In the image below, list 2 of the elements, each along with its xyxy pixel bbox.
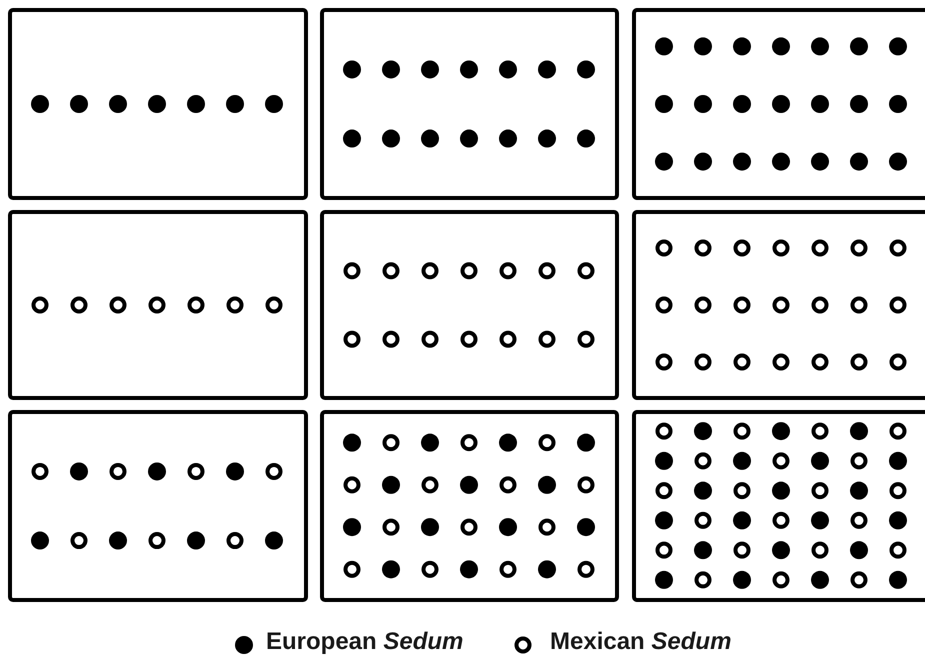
legend-label: European Sedum: [266, 628, 464, 656]
legend-label: Mexican Sedum: [550, 628, 732, 656]
